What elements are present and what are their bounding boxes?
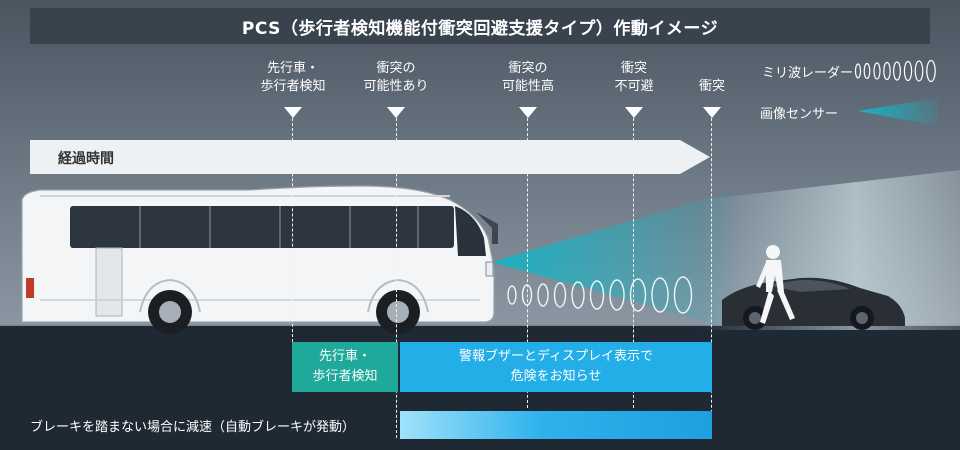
stage-line-2 bbox=[396, 118, 397, 438]
alarm-box: 警報ブザーとディスプレイ表示で 危険をお知らせ bbox=[400, 342, 712, 392]
camera-legend-label: 画像センサー bbox=[760, 107, 839, 122]
stage-marker-1 bbox=[284, 107, 302, 118]
stage-line-3 bbox=[527, 118, 528, 408]
radar-legend-icon bbox=[854, 59, 936, 83]
camera-legend-icon bbox=[858, 98, 938, 126]
brake-label: ブレーキを踏まない場合に減速（自動ブレーキが発動） bbox=[30, 420, 356, 435]
stage-label-unavoidable: 衝突 不可避 bbox=[614, 61, 654, 94]
bus bbox=[21, 185, 498, 334]
stage-marker-5 bbox=[703, 107, 721, 118]
stage-marker-3 bbox=[519, 107, 537, 118]
time-arrow-shape bbox=[30, 140, 710, 174]
time-axis-label: 経過時間 bbox=[58, 151, 114, 167]
stage-marker-4 bbox=[625, 107, 643, 118]
stage-line-1 bbox=[292, 118, 293, 342]
stage-line-5 bbox=[711, 118, 712, 438]
radar-legend-label: ミリ波レーダー bbox=[762, 66, 854, 81]
stage-marker-2 bbox=[387, 107, 405, 118]
stage-label-detect: 先行車・ 歩行者検知 bbox=[260, 61, 326, 94]
stage-label-high: 衝突の 可能性高 bbox=[501, 61, 554, 94]
stage-label-collision: 衝突 bbox=[698, 79, 725, 94]
detect-box: 先行車・ 歩行者検知 bbox=[292, 342, 398, 392]
stage-label-possible: 衝突の 可能性あり bbox=[363, 61, 429, 94]
stage-line-4 bbox=[633, 118, 634, 408]
diagram-title: PCS（歩行者検知機能付衝突回避支援タイプ）作動イメージ bbox=[30, 8, 930, 44]
pedestrian bbox=[756, 245, 795, 324]
brake-bar bbox=[400, 411, 712, 439]
